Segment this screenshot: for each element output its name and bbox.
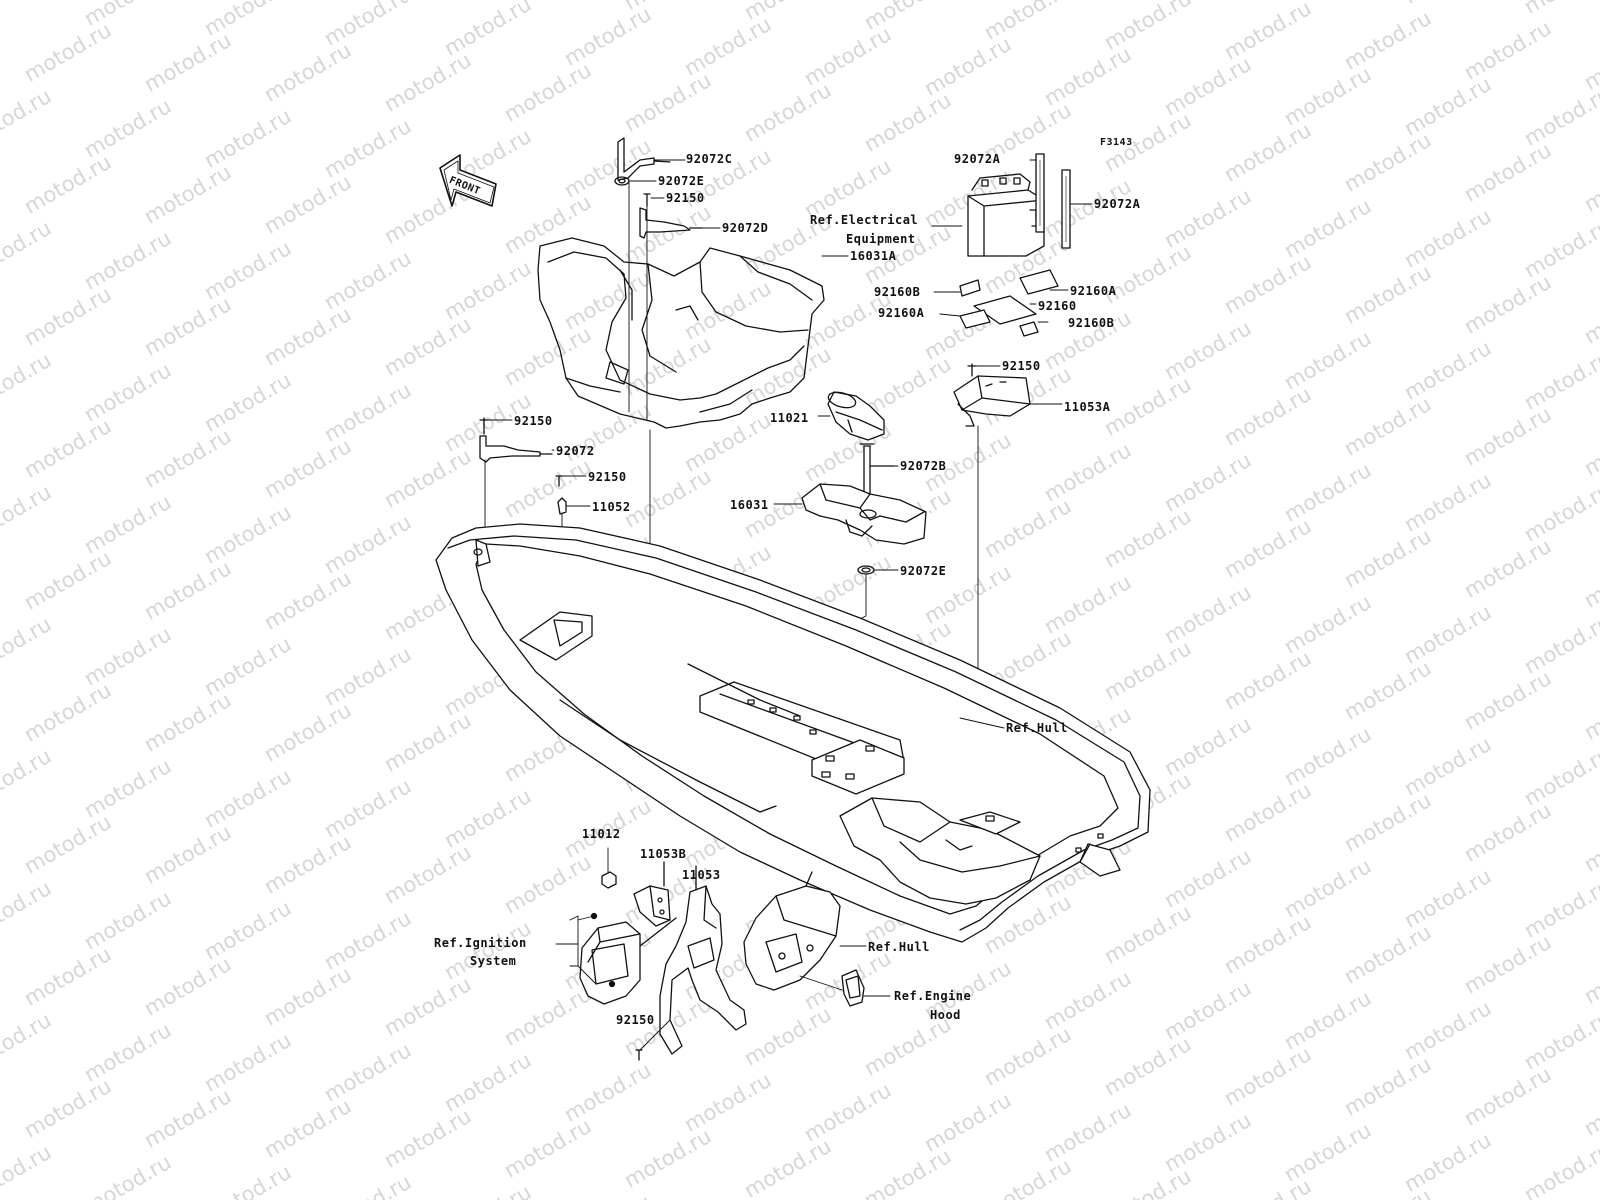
pad-92160b-left xyxy=(959,279,981,297)
part-label: 11053A xyxy=(1064,400,1111,414)
hood-latch xyxy=(841,969,865,1007)
nut-11012 xyxy=(601,871,617,889)
pad-92160 xyxy=(973,295,1037,325)
part-label: 92072E xyxy=(658,174,705,188)
part-label: Ref.Hull xyxy=(1006,721,1068,735)
bracket-92072 xyxy=(479,435,553,463)
part-label: 92072A xyxy=(1094,197,1141,211)
pad-92160a-left xyxy=(959,309,991,329)
bracket-11053 xyxy=(659,865,747,1055)
part-label: Hood xyxy=(930,1008,961,1022)
part-label: 92072E xyxy=(900,564,947,578)
part-label: 92150 xyxy=(588,470,627,484)
strap-92072a-left xyxy=(1035,153,1045,233)
part-label: 11012 xyxy=(582,827,621,841)
part-label: 92072C xyxy=(686,152,733,166)
part-label: Ref.Electrical xyxy=(810,213,919,227)
battery xyxy=(967,173,1045,257)
part-label: Ref.Engine xyxy=(894,989,972,1003)
part-label: 92160B xyxy=(874,285,921,299)
filter-11021 xyxy=(827,391,885,441)
clip-11052 xyxy=(557,497,567,515)
part-label: Ref.Ignition xyxy=(434,936,527,950)
part-label: 92160A xyxy=(878,306,925,320)
part-label: 11053 xyxy=(682,868,721,882)
part-label: Ref.Hull xyxy=(868,940,930,954)
part-label: 92160 xyxy=(1038,299,1077,313)
part-label: 92072D xyxy=(722,221,769,235)
bracket-rear-hull xyxy=(743,871,841,991)
battery-case-11053a xyxy=(953,375,1031,427)
bolt-92150-battery xyxy=(967,363,977,377)
part-label: 92150 xyxy=(666,191,705,205)
part-label: 11053B xyxy=(640,847,687,861)
pad-92160a-right xyxy=(1019,269,1059,295)
washer-92072e-mid xyxy=(857,565,875,575)
foam-16031 xyxy=(801,483,927,545)
pad-92160b-right xyxy=(1019,321,1039,337)
part-label: 92150 xyxy=(514,414,553,428)
bolt-92150-mid2 xyxy=(555,475,563,487)
part-label: 92150 xyxy=(616,1013,655,1027)
part-label: 92160B xyxy=(1068,316,1115,330)
bracket-92072d xyxy=(639,207,703,239)
strap-92072a-right xyxy=(1061,169,1071,249)
hull xyxy=(435,523,1151,943)
part-label: 16031 xyxy=(730,498,769,512)
bolt-92150-mid xyxy=(479,417,489,435)
cover-16031a xyxy=(537,237,825,429)
part-label: 92160A xyxy=(1070,284,1117,298)
bracket-11053b xyxy=(633,861,671,927)
part-label: 92072 xyxy=(556,444,595,458)
part-label: Equipment xyxy=(846,232,916,246)
front-arrow-icon xyxy=(439,154,497,207)
part-label: 11021 xyxy=(770,411,809,425)
part-label: System xyxy=(470,954,517,968)
part-label: 92072A xyxy=(954,152,1001,166)
part-label: 92072B xyxy=(900,459,947,473)
bolt-92150-top xyxy=(643,193,651,207)
part-label: 16031A xyxy=(850,249,897,263)
part-label: 92150 xyxy=(1002,359,1041,373)
bolt-92150-bottom xyxy=(635,1049,643,1061)
diagram-code: F3143 xyxy=(1100,137,1133,148)
part-label: 11052 xyxy=(592,500,631,514)
